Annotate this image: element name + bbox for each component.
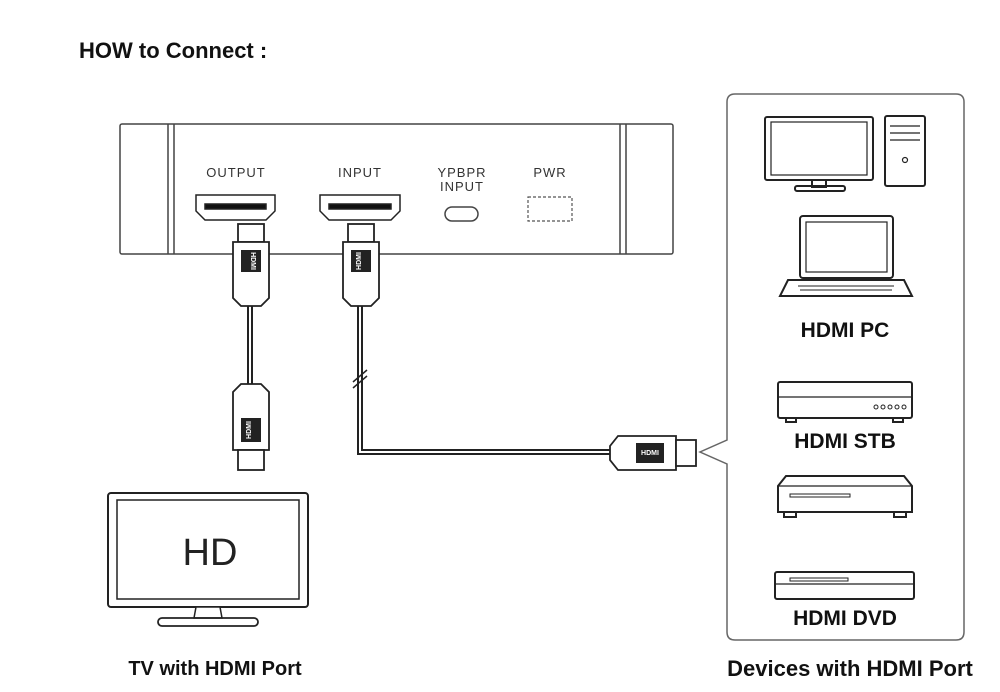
output-port: [195, 194, 276, 221]
laptop-icon: [778, 215, 914, 297]
devices-panel: [698, 93, 965, 641]
hdmi-dvd-label: HDMI DVD: [793, 607, 897, 630]
plug-label: HDMI: [246, 421, 253, 439]
hdmi-pc-label: HDMI PC: [800, 319, 890, 342]
plug-label: HDMI: [641, 450, 659, 457]
media-player-icon: [777, 475, 913, 518]
hdmi-plug-devices: [609, 435, 697, 471]
dvd-player-icon: [774, 571, 915, 600]
desktop-pc-icon: [764, 115, 926, 192]
page-title: HOW to Connect :: [79, 38, 268, 63]
power-port: [527, 196, 573, 222]
plug-label: HDMI: [356, 252, 363, 270]
ypbpr-label-line2: INPUT: [440, 179, 484, 194]
power-port-label: PWR: [533, 165, 567, 180]
ypbpr-port-label: YPBPR INPUT: [425, 166, 499, 194]
tv-caption: TV with HDMI Port: [128, 658, 302, 680]
ypbpr-port: [444, 206, 479, 222]
input-cable: [352, 305, 612, 455]
converter-box: [119, 123, 674, 255]
devices-caption: Devices with HDMI Port: [727, 656, 973, 681]
ypbpr-label-line1: YPBPR: [437, 165, 487, 180]
set-top-box-icon: [777, 381, 913, 423]
hdmi-plug-input: [342, 223, 380, 307]
input-port-label: INPUT: [338, 165, 382, 180]
tv-icon: [107, 492, 309, 627]
tv-screen-text: HD: [182, 532, 238, 574]
plug-label: HDMI: [249, 252, 256, 270]
hdmi-plug-tv: [232, 383, 270, 471]
input-port: [319, 194, 401, 221]
hdmi-stb-label: HDMI STB: [794, 430, 896, 453]
hdmi-plug-output: [232, 223, 270, 307]
output-port-label: OUTPUT: [206, 165, 266, 180]
